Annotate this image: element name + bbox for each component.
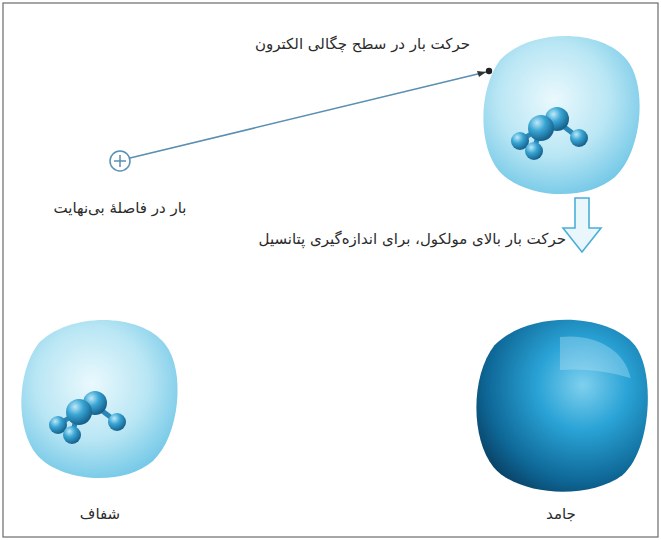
frame: [3, 3, 658, 537]
down-arrow: [563, 198, 601, 252]
molecule-cloud: [483, 36, 639, 194]
caption-label: حرکت بار در سطح چگالی الکترون: [255, 33, 470, 55]
charge-symbol: [110, 151, 130, 171]
charge-dot: [486, 68, 492, 74]
caption-label: شفاف: [80, 503, 120, 525]
caption-label: بار در فاصلهٔ بی‌نهایت: [54, 197, 187, 219]
transparent-surface: [21, 320, 177, 478]
caption-label: حرکت بار بالای مولکول، برای اندازه‌گیری …: [259, 228, 566, 250]
path-head: [477, 71, 486, 77]
solid-surface: [476, 320, 647, 492]
caption-label: جامد: [546, 503, 576, 525]
charge-path: [130, 72, 486, 158]
